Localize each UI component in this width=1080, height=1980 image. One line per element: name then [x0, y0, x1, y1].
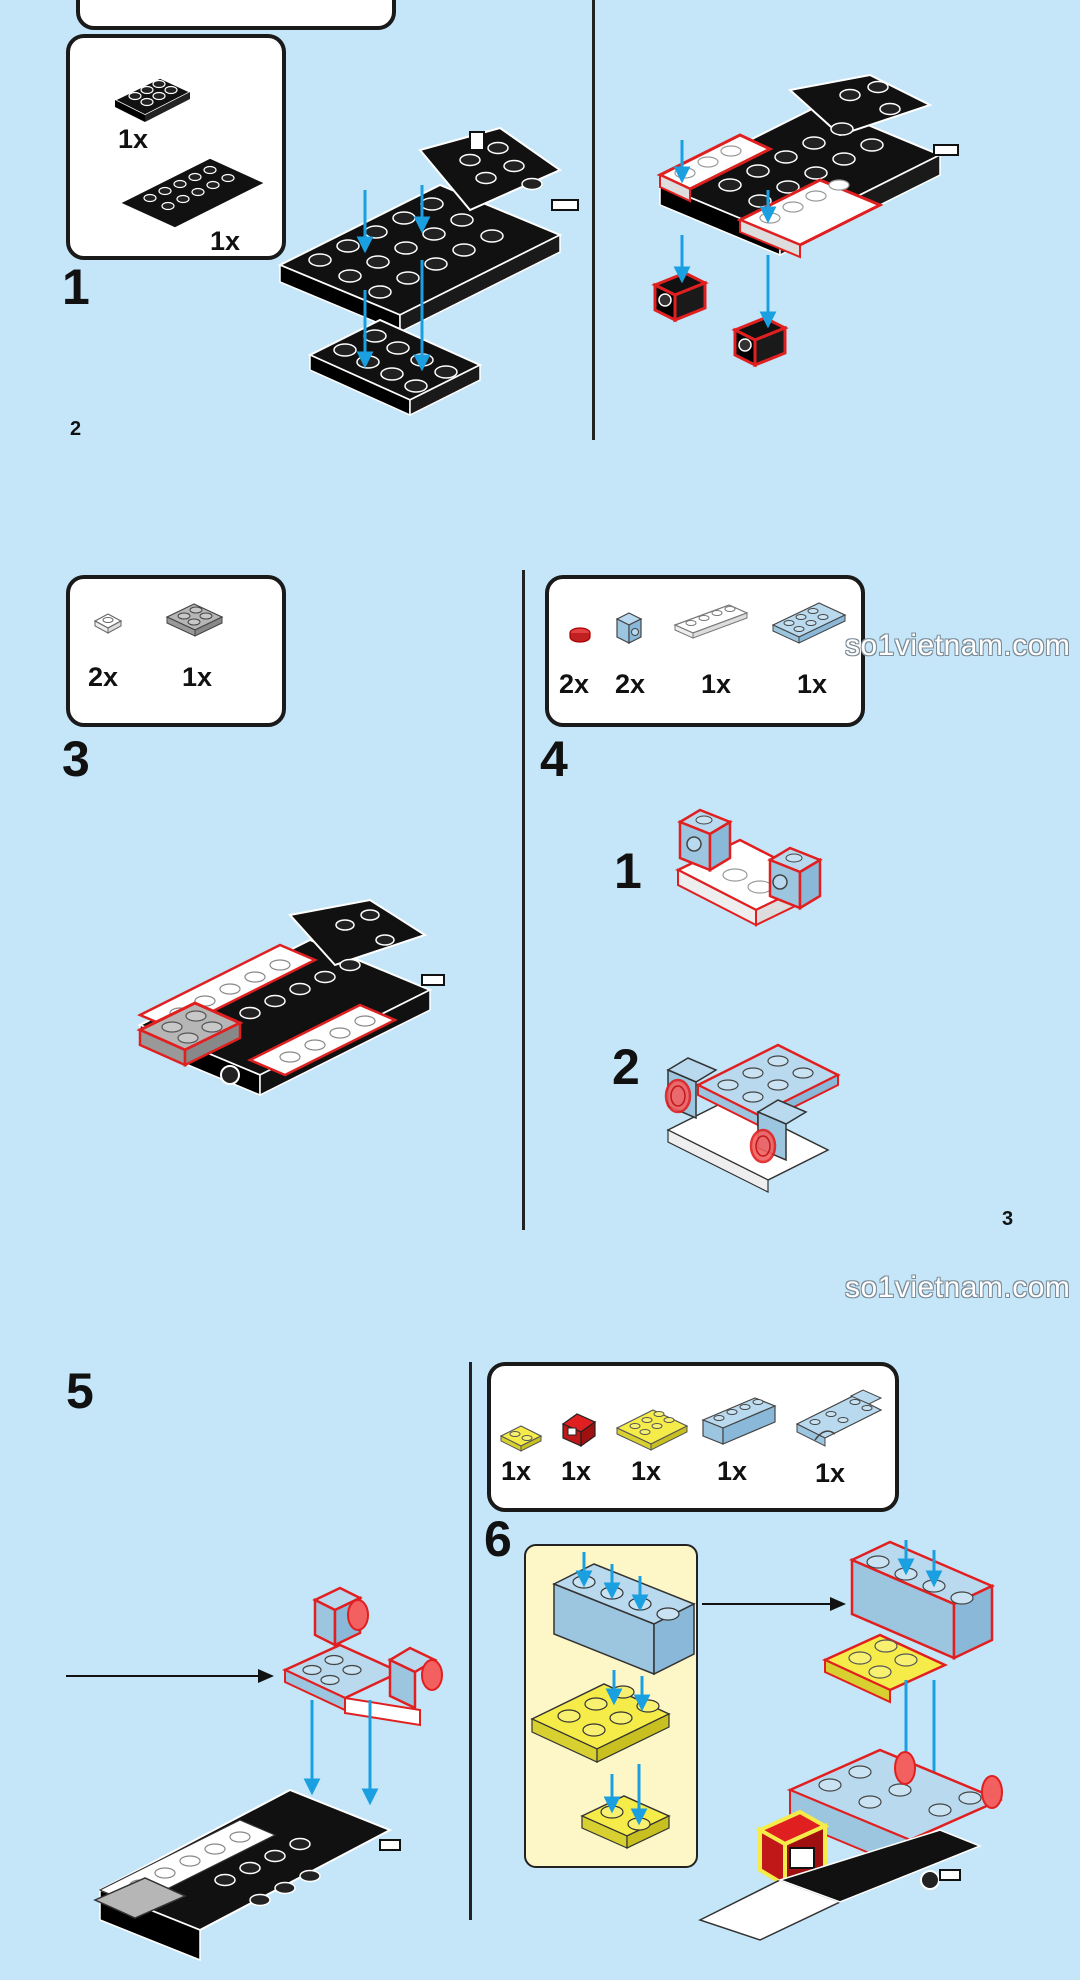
watermark: so1vietnam.com	[845, 629, 1071, 662]
part-quantity: 1x	[210, 226, 241, 256]
substep-number: 2	[612, 1039, 640, 1095]
step6-parts-box: 1x 1x 1x 1x 1x	[487, 1362, 899, 1512]
step4-parts-box: 2x 2x 1x 1x	[545, 575, 865, 727]
page-number: 3	[1002, 1208, 1014, 1230]
part-quantity: 2x	[615, 669, 646, 699]
part-quantity: 1x	[717, 1456, 748, 1486]
previous-parts-box	[76, 0, 396, 30]
step1-parts-box: 1x 1x	[66, 34, 286, 260]
subassembly-panel	[524, 1544, 698, 1868]
part-quantity: 1x	[815, 1458, 846, 1488]
black-chassis-plate-icon	[118, 157, 267, 229]
page-divider-middle	[522, 570, 525, 1230]
substep2-illustration	[664, 1043, 841, 1193]
step5-assembly-illustration	[66, 1586, 443, 1962]
step-number: 3	[62, 731, 90, 787]
black-2x4-plate-icon	[113, 77, 192, 122]
yellow-1x2-plate-icon	[499, 1425, 543, 1452]
part-quantity: 2x	[88, 662, 119, 692]
part-quantity: 1x	[797, 669, 828, 699]
blue-1x4-brick-icon	[701, 1397, 777, 1445]
step-number: 1	[62, 259, 90, 315]
part-quantity: 2x	[559, 669, 590, 699]
page-number: 2	[70, 418, 82, 440]
page-divider-bottom	[469, 1362, 472, 1920]
page-divider-top	[592, 0, 595, 440]
step1-assembly-illustration	[277, 126, 579, 417]
step-number: 4	[540, 731, 568, 787]
step-number: 6	[484, 1511, 512, 1567]
part-quantity: 1x	[561, 1456, 592, 1486]
blue-mudguard-icon	[795, 1389, 883, 1447]
part-quantity: 1x	[182, 662, 213, 692]
blue-bracket-icon	[615, 612, 643, 644]
red-round-tile-icon	[569, 627, 591, 643]
step-number: 5	[66, 1363, 94, 1419]
step2-assembly-illustration	[651, 73, 959, 368]
substep1-illustration	[675, 808, 823, 927]
step6-assembly-illustration	[698, 1540, 1004, 1941]
substep-number: 1	[614, 843, 642, 899]
white-1x1-plate-icon	[93, 613, 123, 634]
part-quantity: 1x	[118, 124, 149, 154]
step3-assembly-illustration	[136, 898, 445, 1097]
blue-2x4-plate-icon	[771, 602, 847, 644]
gray-2x2-plate-icon	[165, 603, 224, 637]
yellow-2x3-plate-icon	[615, 1409, 689, 1451]
part-quantity: 1x	[701, 669, 732, 699]
red-slope-icon	[561, 1413, 597, 1448]
part-quantity: 1x	[631, 1456, 662, 1486]
white-1x4-plate-icon	[673, 604, 749, 639]
step3-parts-box: 2x 1x	[66, 575, 286, 727]
part-quantity: 1x	[501, 1456, 532, 1486]
watermark: so1vietnam.com	[845, 1271, 1071, 1304]
subassembly-illustration	[530, 1552, 696, 1849]
